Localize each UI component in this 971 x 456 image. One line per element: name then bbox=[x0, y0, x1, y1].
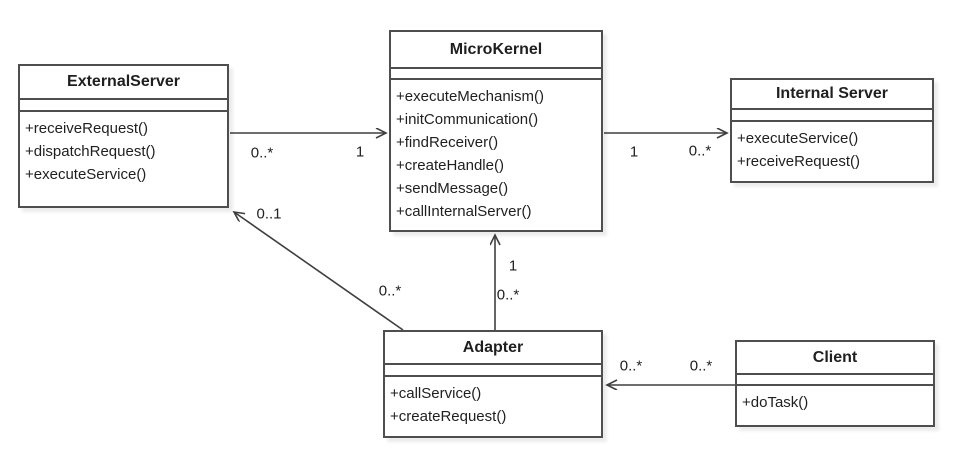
multiplicity-client-side: 0..* bbox=[689, 357, 713, 375]
method-label: +receiveRequest() bbox=[25, 120, 148, 137]
class-methods-externalserver: +receiveRequest() +dispatchRequest() +ex… bbox=[20, 112, 227, 186]
method-label: +createRequest() bbox=[390, 408, 507, 425]
multiplicity-externalserver-corner: 0..1 bbox=[256, 205, 282, 223]
class-attributes-microkernel bbox=[391, 67, 601, 80]
class-box-microkernel: MicroKernel +executeMechanism() +initCom… bbox=[389, 30, 603, 232]
class-box-adapter: Adapter +callService() +createRequest() bbox=[383, 330, 603, 438]
class-attributes-internalserver bbox=[732, 108, 932, 122]
multiplicity-microkernel-bottom: 1 bbox=[508, 257, 518, 275]
method-label: +executeService() bbox=[25, 166, 147, 183]
method-label: +createHandle() bbox=[396, 157, 504, 174]
method-label: +sendMessage() bbox=[396, 180, 509, 197]
class-methods-adapter: +callService() +createRequest() bbox=[385, 377, 601, 428]
method-label: +executeService() bbox=[737, 130, 859, 147]
class-box-externalserver: ExternalServer +receiveRequest() +dispat… bbox=[18, 64, 229, 208]
class-title-client: Client bbox=[812, 348, 858, 366]
method-label: +callInternalServer() bbox=[396, 203, 532, 220]
method-label: +initCommunication() bbox=[396, 111, 539, 128]
method-label: +doTask() bbox=[742, 394, 809, 411]
class-attributes-adapter bbox=[385, 363, 601, 377]
method-label: +executeMechanism() bbox=[396, 88, 544, 105]
class-attributes-externalserver bbox=[20, 98, 227, 112]
multiplicity-externalserver-side: 0..* bbox=[250, 144, 274, 162]
multiplicity-adapter-side: 0..* bbox=[619, 357, 643, 375]
association-adapter-to-externalserver bbox=[234, 212, 404, 331]
class-methods-internalserver: +executeService() +receiveRequest() bbox=[732, 122, 932, 173]
class-title-adapter: Adapter bbox=[462, 338, 524, 356]
method-label: +findReceiver() bbox=[396, 134, 499, 151]
method-label: +receiveRequest() bbox=[737, 153, 860, 170]
multiplicity-adapter-top: 0..* bbox=[496, 286, 520, 304]
class-title-internalserver: Internal Server bbox=[775, 85, 889, 102]
multiplicity-microkernel-side-east: 1 bbox=[629, 143, 639, 161]
class-methods-microkernel: +executeMechanism() +initCommunication()… bbox=[391, 80, 601, 223]
class-title-externalserver: ExternalServer bbox=[67, 73, 180, 90]
multiplicity-microkernel-side-west: 1 bbox=[355, 143, 365, 161]
class-attributes-client bbox=[737, 373, 933, 386]
multiplicity-internalserver-side: 0..* bbox=[688, 142, 712, 160]
class-box-internalserver: Internal Server +executeService() +recei… bbox=[730, 78, 934, 183]
method-label: +dispatchRequest() bbox=[25, 143, 156, 160]
class-box-client: Client +doTask() bbox=[735, 340, 935, 427]
multiplicity-adapter-diagonal-side: 0..* bbox=[378, 282, 402, 300]
class-methods-client: +doTask() bbox=[737, 386, 933, 414]
method-label: +callService() bbox=[390, 385, 482, 402]
class-title-microkernel: MicroKernel bbox=[449, 40, 543, 58]
